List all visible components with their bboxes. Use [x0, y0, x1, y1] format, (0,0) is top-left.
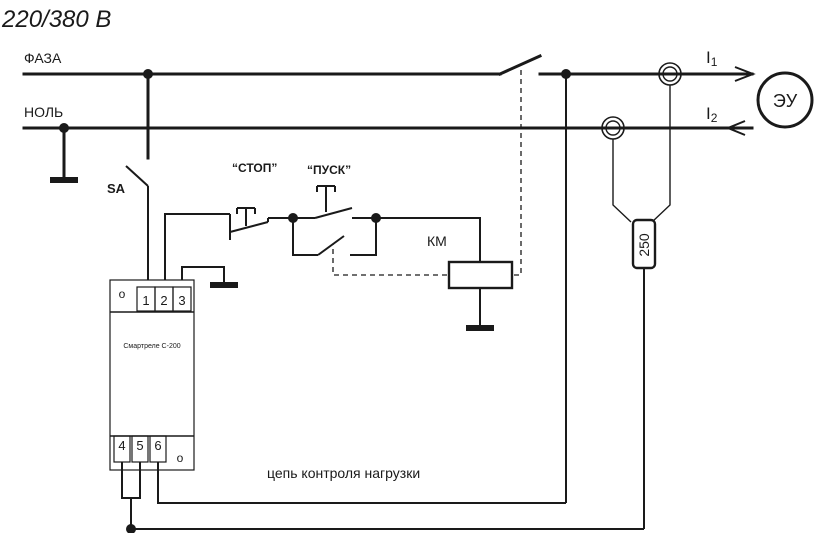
terminal-5: 5: [136, 438, 143, 453]
sa-label: SA: [107, 181, 126, 196]
terminal-4: 4: [118, 438, 125, 453]
stop-button: [229, 207, 269, 240]
contactor-coil: КМ: [427, 233, 514, 331]
switch-sa: SA: [107, 165, 149, 288]
terminal-2: 2: [160, 293, 167, 308]
neutral-label: НОЛЬ: [24, 104, 63, 120]
relay-ground: [181, 266, 238, 288]
mechanical-link: [332, 70, 522, 276]
load-label: ЭУ: [773, 91, 798, 111]
phase-tap: [561, 69, 571, 503]
phase-arrow: [734, 66, 756, 82]
km-aux-contact: [292, 218, 377, 256]
voltage-title: 220/380 В: [1, 6, 111, 33]
start-button: [293, 185, 376, 219]
bottom-wiring: [121, 462, 644, 533]
smart-relay: о 1 2 3 Смартреле С-200 4 5 6 о: [109, 279, 195, 471]
sensor-leads: [612, 85, 671, 223]
control-circuit: “СТОП” “ПУСК”: [164, 161, 481, 288]
neutral-ground: [50, 123, 78, 183]
phase-tap-sa: [143, 69, 153, 160]
sensor-label: 250: [636, 233, 652, 257]
phase-label: ФАЗА: [24, 50, 62, 66]
load-eu: ЭУ: [756, 71, 814, 129]
current-labels: I1 I2: [706, 48, 718, 125]
main-switch-blade: [498, 54, 542, 76]
terminal-3: 3: [178, 293, 185, 308]
phase-line: ФАЗА: [22, 50, 756, 82]
current-i1: I1: [706, 48, 718, 69]
terminal-1: 1: [142, 293, 149, 308]
current-i2: I2: [706, 104, 718, 125]
relay-name: Смартреле С-200: [123, 343, 180, 350]
relay-o-top: о: [119, 287, 126, 301]
stop-label: “СТОП”: [232, 161, 277, 175]
relay-o-bottom: о: [177, 451, 184, 465]
caption: цепь контроля нагрузки: [267, 465, 420, 481]
start-label: “ПУСК”: [307, 163, 351, 177]
neutral-line: НОЛЬ: [22, 104, 754, 136]
sensor-250: 250: [631, 218, 657, 529]
terminal-6: 6: [154, 438, 161, 453]
neutral-arrow: [725, 120, 746, 136]
km-label: КМ: [427, 233, 447, 249]
